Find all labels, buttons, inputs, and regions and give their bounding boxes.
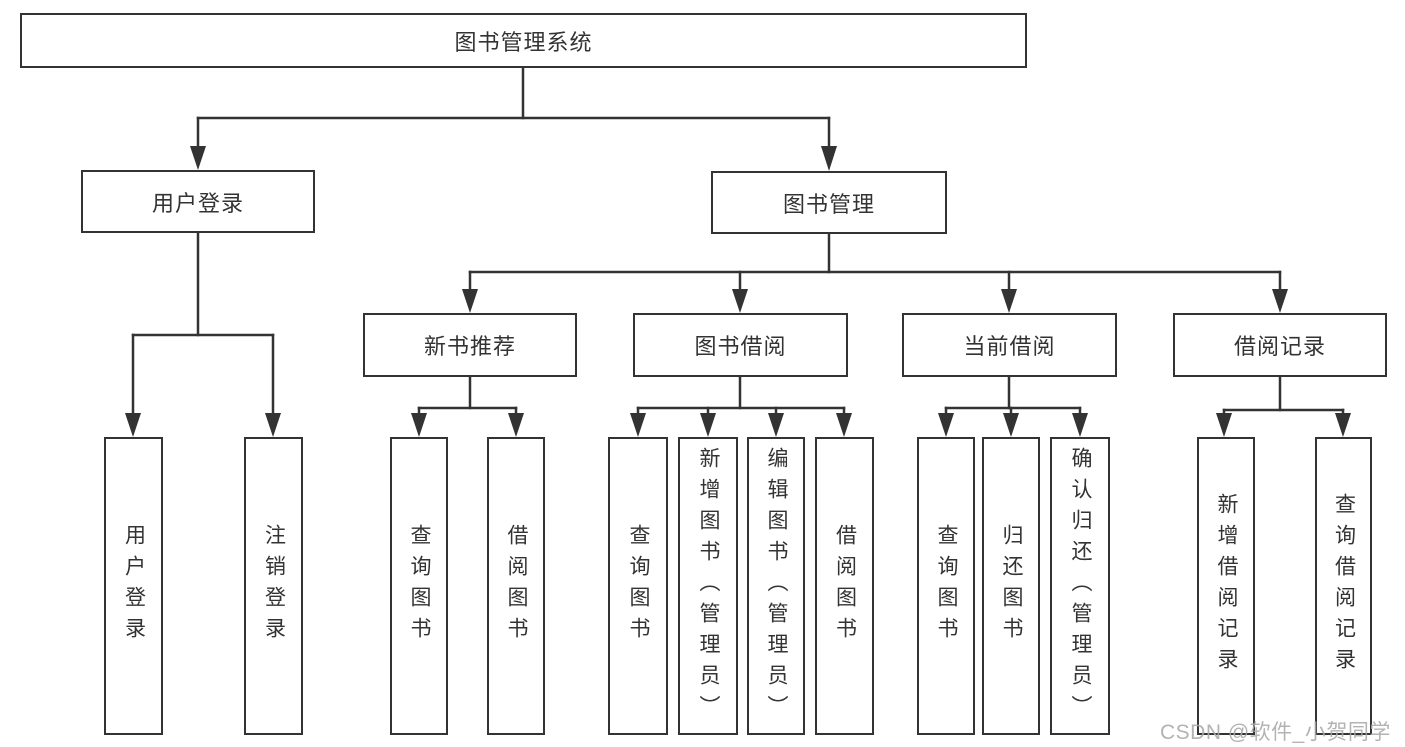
leaf-query-book-recommend-label: 查询图书 — [408, 524, 431, 648]
leaf-query-book-borrow-label: 查询图书 — [627, 524, 650, 648]
leaf-borrow-book-recommend-label: 借阅图书 — [505, 524, 528, 648]
node-book-management-label: 图书管理 — [782, 191, 875, 217]
leaf-add-book-admin: 新增图书（管理员） — [678, 437, 738, 735]
leaf-return-book: 归还图书 — [982, 437, 1040, 735]
leaf-confirm-return-admin-label: 确认归还（管理员） — [1069, 446, 1092, 726]
node-current-borrow: 当前借阅 — [902, 313, 1117, 377]
leaf-logout: 注销登录 — [244, 437, 303, 735]
leaf-query-book-current-label: 查询图书 — [935, 524, 958, 648]
node-book-borrow: 图书借阅 — [633, 313, 848, 377]
leaf-add-borrow-record: 新增借阅记录 — [1197, 437, 1255, 735]
node-new-book-recommend: 新书推荐 — [363, 313, 577, 377]
node-book-management: 图书管理 — [711, 171, 947, 234]
leaf-user-login: 用户登录 — [104, 437, 163, 735]
leaf-query-book-current: 查询图书 — [917, 437, 975, 735]
csdn-watermark: CSDN @软件_小贺同学 — [1160, 721, 1391, 744]
leaf-logout-label: 注销登录 — [262, 524, 286, 648]
leaf-confirm-return-admin: 确认归还（管理员） — [1050, 437, 1110, 735]
leaf-query-book-recommend: 查询图书 — [390, 437, 448, 735]
leaf-edit-book-admin-label: 编辑图书（管理员） — [765, 446, 788, 726]
leaf-query-borrow-record-label: 查询借阅记录 — [1332, 493, 1356, 679]
node-user-login-label: 用户登录 — [151, 190, 244, 216]
leaf-edit-book-admin: 编辑图书（管理员） — [747, 437, 805, 735]
node-book-borrow-label: 图书借阅 — [694, 334, 787, 359]
node-new-book-recommend-label: 新书推荐 — [423, 334, 516, 359]
leaf-borrow-book-borrow: 借阅图书 — [815, 437, 874, 735]
leaf-query-book-borrow: 查询图书 — [608, 437, 668, 735]
leaf-user-login-label: 用户登录 — [122, 524, 146, 648]
leaf-query-borrow-record: 查询借阅记录 — [1315, 437, 1372, 735]
leaf-add-book-admin-label: 新增图书（管理员） — [697, 446, 720, 726]
node-borrow-record: 借阅记录 — [1173, 313, 1387, 377]
node-root-system: 图书管理系统 — [20, 13, 1027, 68]
node-root-label: 图书管理系统 — [454, 29, 593, 55]
leaf-add-borrow-record-label: 新增借阅记录 — [1215, 493, 1238, 679]
leaf-borrow-book-recommend: 借阅图书 — [487, 437, 545, 735]
node-current-borrow-label: 当前借阅 — [963, 334, 1056, 359]
leaf-return-book-label: 归还图书 — [1000, 524, 1023, 648]
node-user-login: 用户登录 — [81, 170, 315, 233]
arrowheads — [125, 146, 1351, 437]
node-borrow-record-label: 借阅记录 — [1233, 334, 1326, 359]
leaf-borrow-book-borrow-label: 借阅图书 — [833, 524, 857, 648]
